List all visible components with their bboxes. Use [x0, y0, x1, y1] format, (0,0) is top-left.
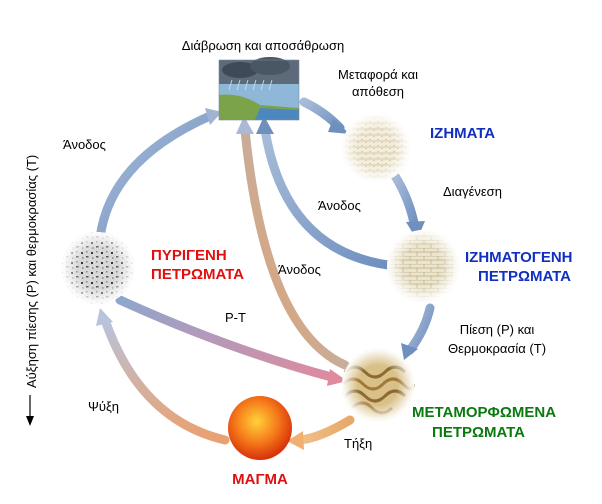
folded-rock-icon — [341, 349, 415, 421]
cycle-arrows — [95, 97, 435, 450]
node-magma: ΜΑΓΜΑ — [228, 396, 292, 488]
cooling-arrowhead-icon — [96, 308, 113, 326]
uplift-right-label: Άνοδος — [318, 198, 361, 213]
uplift-left-arrowhead-icon — [205, 108, 222, 125]
node-igneous: ΠΥΡΙΓΕΝΗ ΠΕΤΡΩΜΑΤΑ — [62, 232, 244, 304]
cooling-arrow — [100, 315, 230, 445]
uplift-right-arrow — [260, 125, 393, 270]
transport-label-line2: απόθεση — [352, 84, 404, 99]
diagenesis-arrow — [390, 171, 420, 233]
igneous-label-line1: ΠΥΡΙΓΕΝΗ — [151, 247, 227, 264]
sedimentary-rock-icon — [387, 230, 459, 302]
magma-label: ΜΑΓΜΑ — [232, 471, 288, 488]
arrow-labels: Μεταφορά και απόθεση Διαγένεση Πίεση (P)… — [63, 67, 546, 451]
pt-label: P-T — [225, 310, 246, 325]
uplift-middle-label: Άνοδος — [278, 262, 321, 277]
transport-label-line1: Μεταφορά και — [338, 67, 418, 82]
metamorphic-label-line1: ΜΕΤΑΜΟΡΦΩΜΕΝΑ — [412, 404, 556, 421]
uplift-right-arrowhead-icon — [256, 116, 274, 134]
granite-rock-icon — [62, 232, 134, 304]
diagenesis-label: Διαγένεση — [443, 184, 502, 199]
node-weathering: Διάβρωση και αποσάθρωση — [182, 38, 344, 121]
magma-sphere-icon — [228, 396, 292, 460]
uplift-left-arrow — [95, 111, 215, 243]
uplift-middle-arrowhead-icon — [236, 116, 254, 134]
pressure-arrow — [405, 303, 435, 355]
side-axis-label: Αύξηση πίεσης (P) και θερμοκρασίας (T) — [24, 155, 39, 388]
side-axis: Αύξηση πίεσης (P) και θερμοκρασίας (T) — [24, 155, 39, 426]
pressure-arrowhead-icon — [401, 343, 418, 360]
node-sedimentary: ΙΖΗΜΑΤΟΓΕΝΗ ΠΕΤΡΩΜΑΤΑ — [387, 230, 573, 302]
igneous-label-line2: ΠΕΤΡΩΜΑΤΑ — [151, 266, 244, 283]
pt-arrow — [115, 295, 340, 383]
weathering-label: Διάβρωση και αποσάθρωση — [182, 38, 344, 53]
sediments-label: ΙΖΗΜΑΤΑ — [430, 125, 495, 142]
node-sediments: ΙΖΗΜΑΤΑ — [342, 114, 495, 182]
diagenesis-arrowhead-icon — [406, 221, 425, 240]
pressure-label-line1: Πίεση (P) και — [460, 322, 535, 337]
uplift-left-label: Άνοδος — [63, 137, 106, 152]
side-axis-arrow-icon — [26, 416, 34, 426]
sedimentary-label-line2: ΠΕΤΡΩΜΑΤΑ — [478, 268, 571, 285]
melting-label: Τήξη — [344, 436, 372, 451]
transport-arrowhead-icon — [328, 119, 350, 134]
sediment-layers-icon — [342, 114, 410, 182]
metamorphic-label-line2: ΠΕΤΡΩΜΑΤΑ — [432, 424, 525, 441]
node-metamorphic: ΜΕΤΑΜΟΡΦΩΜΕΝΑ ΠΕΤΡΩΜΑΤΑ — [341, 349, 556, 441]
pt-arrowhead-icon — [327, 369, 347, 386]
pressure-label-line2: Θερμοκρασία (T) — [448, 341, 546, 356]
weathering-landscape-icon — [218, 57, 300, 121]
sedimentary-label-line1: ΙΖΗΜΑΤΟΓΕΝΗ — [465, 249, 573, 266]
uplift-middle-arrow — [240, 125, 350, 370]
cooling-label: Ψύξη — [88, 399, 119, 414]
melting-arrow — [295, 415, 355, 445]
melting-arrowhead-icon — [287, 431, 304, 450]
